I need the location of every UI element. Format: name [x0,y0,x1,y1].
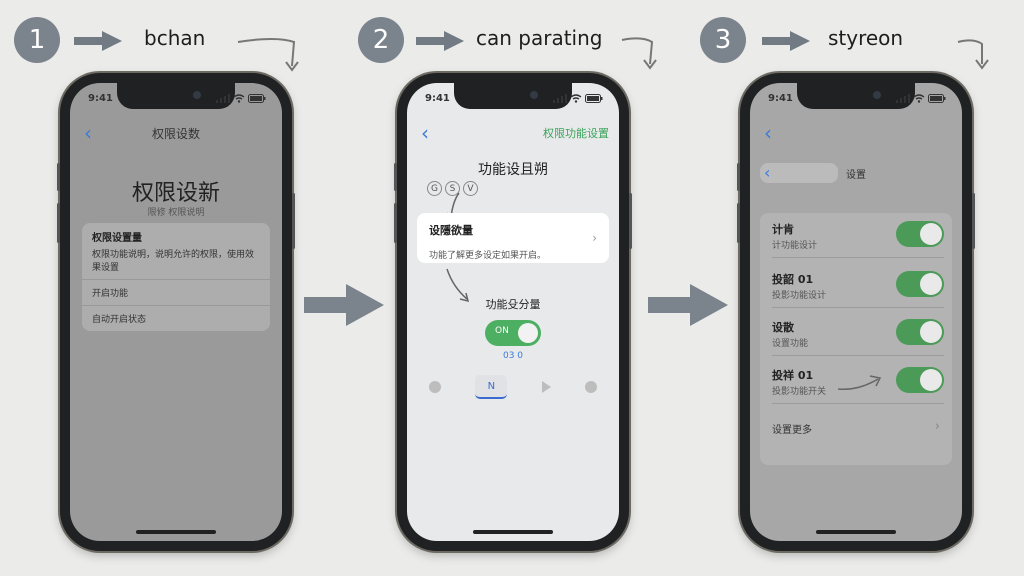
home-indicator [136,530,216,534]
phone-1: 9:41 ‹ 权限设数 权限设新 限修 权限说明 权限设置量 权限功能说明，说明… [57,73,295,551]
step-1-label: bchan [144,26,206,50]
battery-icon [928,94,946,103]
permission-card: 权限设置量 权限功能说明，说明允许的权限，使用效果设置 开启功能 自动开启状态 [82,223,270,331]
back-chevron-icon[interactable]: ‹ [84,121,92,145]
value-readout: 03 0 [502,351,524,361]
option-chips: G S V [427,181,478,196]
settings-list: 计肯 计功能设计 投韶 01 投影功能设计 设散 设置功能 投祥 01 投影功能… [760,213,952,465]
row-title: 设散 [772,321,794,334]
chip[interactable]: G [427,181,442,196]
settings-row[interactable]: 投韶 01 投影功能设计 [772,263,944,308]
row-title: 权限设置量 [92,233,142,244]
toggle-knob [518,323,538,343]
chevron-right-icon: › [934,419,940,434]
n-button[interactable]: N [475,375,508,399]
step-1-arrow-icon [74,31,122,51]
row-toggle[interactable] [896,221,944,247]
settings-row[interactable]: 投祥 01 投影功能开关 [772,359,944,404]
row-desc: 投影功能设计 [772,291,827,301]
step-2-badge: 2 [358,17,404,63]
control-bar: N [429,375,597,399]
status-time: 9:41 [88,93,113,104]
settings-row[interactable]: 设散 设置功能 [772,311,944,356]
row-desc: 计功能设计 [772,241,818,251]
step-3-curl-arrow-icon [957,39,989,70]
signal-icon [216,94,230,103]
status-time: 9:41 [425,93,450,104]
toggle-text: ON [495,326,509,336]
chip[interactable]: S [445,181,460,196]
pointer-arrow-icon [837,375,882,391]
feature-label: 功能殳分量 [485,298,541,311]
chevron-right-icon: › [592,231,597,245]
row-toggle[interactable] [896,367,944,393]
page-subtitle: 限修 权限说明 [147,208,205,218]
wifi-icon [570,94,582,103]
battery-icon [248,94,266,103]
permission-row[interactable]: 权限设置量 权限功能说明，说明允许的权限，使用效果设置 [82,223,270,280]
nav-title: 权限设数 [151,127,200,141]
row-desc: 设置功能 [772,339,809,349]
step-1-badge: 1 [14,17,60,63]
search-bar[interactable]: ‹ [760,163,838,183]
auto-row[interactable]: 自动开启状态 [92,315,147,325]
page-title: 权限设新 [131,181,220,206]
setting-title: 设隱欲量 [429,224,473,237]
step-3-arrow-icon [762,31,810,51]
next-arrow-icon [304,284,384,326]
row-title: 投韶 01 [772,273,814,286]
chip[interactable]: V [463,181,478,196]
row-toggle[interactable] [896,319,944,345]
home-indicator [473,530,553,534]
phone-3-screen: 9:41 ‹ ‹ 设置 计肯 计功能设计 投韶 01 投影功能设计 设散 设置功… [750,83,962,541]
row-toggle[interactable] [896,271,944,297]
step-3-label: styreon [828,26,904,50]
home-indicator [816,530,896,534]
section-title: 设置 [846,170,866,181]
status-icons [216,94,266,103]
enable-row[interactable]: 开启功能 [82,280,270,306]
status-time: 9:41 [768,93,793,104]
status-icons [553,94,603,103]
step-2-arrow-icon [416,31,464,51]
page-title: 功能设且朔 [478,162,548,178]
more-row[interactable]: 设置更多 [772,425,812,436]
nav-right-action[interactable]: 权限功能设置 [543,127,609,140]
play-icon[interactable] [541,381,551,393]
step-3-badge: 3 [700,17,746,63]
phone-2-screen: 9:41 ‹ 权限功能设置 功能设且朔 G S V 设隱欲量 功能了解更多设定如… [407,83,619,541]
settings-row[interactable]: 计肯 计功能设计 [772,213,944,258]
step-2-label: can parating [476,26,603,50]
back-chevron-icon[interactable]: ‹ [421,121,429,145]
signal-icon [553,94,567,103]
dot-button[interactable] [584,381,597,393]
step-2-curl-arrow-icon [621,37,657,70]
dot-button[interactable] [429,381,441,393]
phone-2: 9:41 ‹ 权限功能设置 功能设且朔 G S V 设隱欲量 功能了解更多设定如… [394,73,632,551]
signal-icon [896,94,910,103]
setting-card[interactable]: 设隱欲量 功能了解更多设定如果开启。 › [417,213,609,263]
phone-3: 9:41 ‹ ‹ 设置 计肯 计功能设计 投韶 01 投影功能设计 设散 设置功… [737,73,975,551]
back-chevron-icon: ‹ [764,163,771,182]
step-1-curl-arrow-icon [237,38,299,72]
status-icons [896,94,946,103]
row-title: 投祥 01 [772,369,814,382]
back-chevron-icon[interactable]: ‹ [764,121,772,145]
battery-icon [585,94,603,103]
next-arrow-icon [648,284,728,326]
row-desc: 投影功能开关 [772,387,827,397]
wifi-icon [233,94,245,103]
feature-toggle[interactable]: ON [485,320,541,346]
setting-desc: 功能了解更多设定如果开启。 [429,251,547,261]
wifi-icon [913,94,925,103]
phone-1-screen: 9:41 ‹ 权限设数 权限设新 限修 权限说明 权限设置量 权限功能说明，说明… [70,83,282,541]
row-title: 计肯 [772,223,794,236]
row-desc: 权限功能说明，说明允许的权限，使用效果设置 [92,250,255,273]
